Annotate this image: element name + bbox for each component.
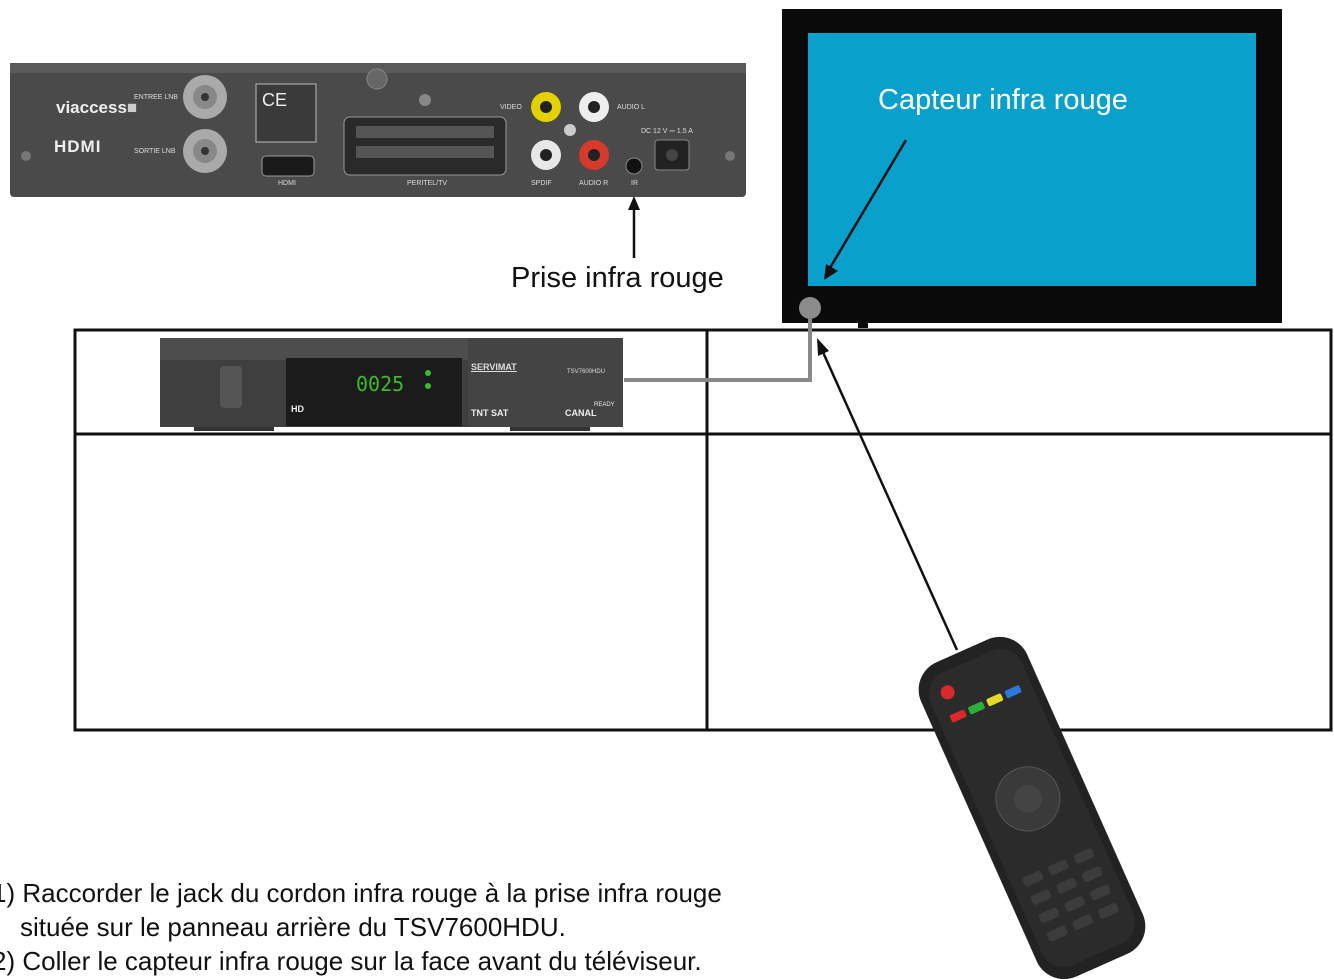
- rca-video: [531, 92, 561, 122]
- prise-infra-rouge-label: Prise infra rouge: [511, 262, 724, 294]
- lnb-out-connector: [183, 129, 227, 173]
- ir-label: IR: [631, 180, 638, 187]
- instruction-line-2: située sur le panneau arrière du TSV7600…: [20, 912, 566, 942]
- front-tnt: TNT SAT: [471, 408, 509, 418]
- spdif-label: SPDIF: [531, 180, 552, 187]
- front-canal: CANAL: [565, 408, 597, 418]
- lnb-in-connector: [183, 75, 227, 119]
- rca-audio-r: [579, 140, 609, 170]
- video-label: VIDEO: [500, 104, 522, 111]
- entree-lnb-label: ENTREE LNB: [134, 94, 178, 101]
- instructions: 1) Raccorder le jack du cordon infra rou…: [0, 876, 722, 978]
- front-display: 0025: [356, 372, 405, 396]
- capteur-arrow: [828, 139, 908, 269]
- front-model: TSV7600HDU: [567, 369, 606, 375]
- ir-jack: [625, 157, 643, 175]
- tv: [782, 9, 1282, 328]
- receiver-rear-panel: CE: [10, 63, 746, 197]
- front-hd: HD: [291, 404, 304, 414]
- sortie-lnb-label: SORTIE LNB: [134, 148, 176, 155]
- receiver-front-panel: [160, 338, 623, 431]
- viaccess-logo: viaccess■: [56, 98, 138, 117]
- front-brand: SERVIMAT: [471, 362, 517, 372]
- tv-cabinet: [73, 328, 1333, 732]
- hdmi-port-label: HDMI: [278, 180, 296, 187]
- front-ready: READY: [594, 402, 615, 408]
- rca-audio-l: [579, 92, 609, 122]
- peritel-label: PERITEL/TV: [407, 180, 448, 187]
- instruction-line-1: 1) Raccorder le jack du cordon infra rou…: [0, 878, 722, 908]
- capteur-infra-rouge-label: Capteur infra rouge: [878, 84, 1128, 116]
- ir-cable: [624, 319, 812, 382]
- ir-sensor: [799, 297, 821, 319]
- remote-arrow: [820, 349, 959, 651]
- audio-r-label: AUDIO R: [579, 180, 609, 187]
- svg-text:CE: CE: [262, 90, 287, 110]
- audio-l-label: AUDIO L: [617, 104, 646, 111]
- instruction-line-3: 2) Coller le capteur infra rouge sur la …: [0, 946, 702, 976]
- remote-control: [918, 636, 1146, 979]
- power-label: DC 12 V ⎓ 1.5 A: [641, 128, 693, 135]
- rca-spdif: [531, 140, 561, 170]
- hdmi-logo: HDMI: [54, 137, 102, 156]
